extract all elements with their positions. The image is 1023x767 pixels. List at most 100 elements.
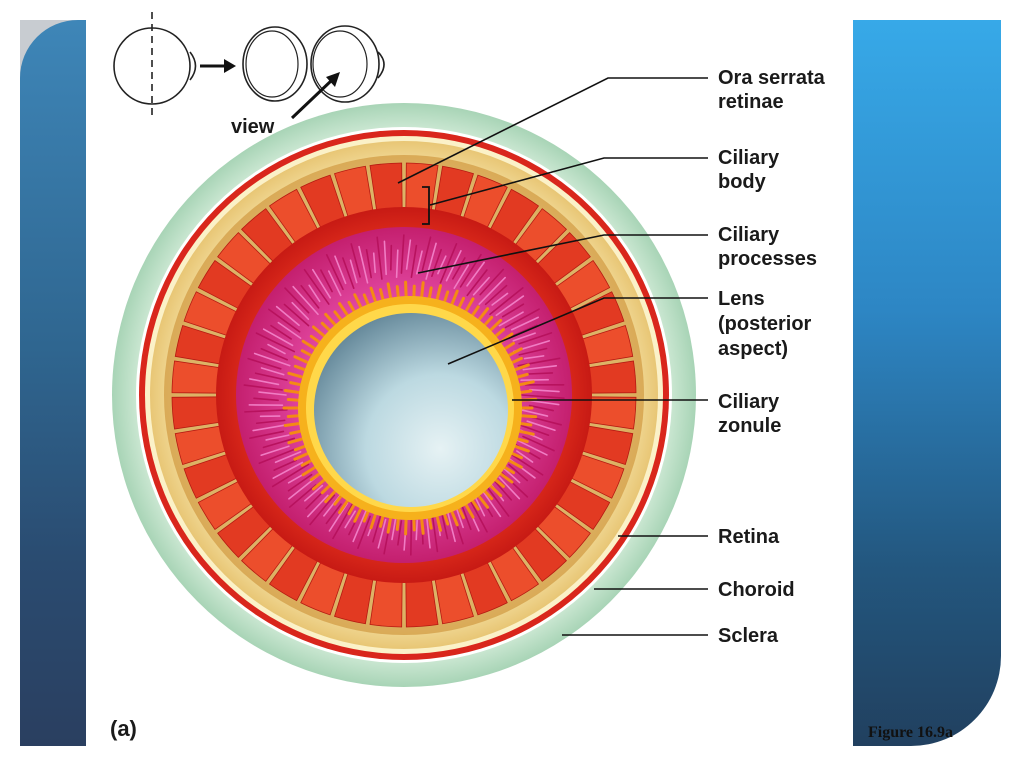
ciliary-process [274,451,302,464]
ciliary-process [501,303,525,318]
ciliary-process [489,287,524,316]
ciliary-process [262,437,296,449]
ciliary-process [253,397,279,402]
ciliary-body-segment [183,451,244,499]
ciliary-process [452,257,466,280]
ciliary-process [284,287,310,314]
label-ciliary-body: Ciliary body [718,147,785,193]
left-decor-band [20,20,86,746]
ciliary-body-segment [564,291,625,339]
ciliary-body-bracket [422,186,430,225]
ciliary-process [258,391,287,396]
inset-eye-cornea [189,51,197,81]
inset-view-arrow-head [326,72,340,87]
ciliary-process [400,234,405,274]
inset-half-front-inner [245,30,299,98]
ciliary-process [479,268,505,296]
leader-ciliary-body [429,157,708,206]
leader-ciliary-processes [417,234,708,274]
ciliary-process [260,367,285,376]
leader-ora-serrata [397,77,708,184]
ciliary-process [521,394,565,399]
ciliary-process [249,430,285,439]
label-ciliary-zonule-line-2: zonule [718,415,781,437]
ciliary-body-segment [183,291,244,339]
ciliary-process [277,321,302,339]
ciliary-process [320,269,333,293]
ciliary-process [475,497,486,517]
ciliary-process [506,451,544,476]
label-ora-serrata-line-2: retinae [718,91,784,113]
orientation-inset: view [113,12,385,138]
label-ciliary-zonule: Ciliary zonule [718,391,785,437]
ciliary-process [504,308,540,329]
ciliary-body-segment [433,165,474,224]
inset-half-front [242,26,308,102]
ciliary-processes-strokes [243,234,565,556]
ciliary-process [461,505,472,531]
ciliary-process [358,245,369,284]
ciliary-process [520,408,549,417]
ciliary-process [431,248,442,278]
ciliary-body-segment [460,174,508,235]
ciliary-process [397,520,403,546]
ciliary-process [309,494,336,526]
ciliary-body-segment [575,424,634,465]
ciliary-process [522,365,558,371]
ciliary-process [327,270,342,297]
ciliary-process [270,324,292,340]
ciliary-process [437,255,447,275]
ciliary-process [357,515,371,550]
ciliary-process [518,332,553,345]
ciliary-process [383,240,387,276]
label-ora-serrata-line-1: Ora serrata [718,67,826,89]
ciliary-process [487,487,510,517]
ciliary-process [376,236,383,280]
ciliary-process [495,295,525,317]
ciliary-process [244,408,288,413]
ciliary-body-segment [460,555,508,616]
ciliary-process [287,473,313,492]
ciliary-process [522,435,555,452]
figure-caption: Figure 16.9a [868,724,954,741]
ciliary-process [255,419,286,425]
label-ciliary-body-line-2: body [718,171,767,193]
ciliary-process [510,316,539,331]
ciliary-process [334,255,347,285]
label-ora-serrata: Ora serrata retinae [718,67,830,113]
label-lens: Lens (posterior aspect) [718,288,817,360]
ciliary-body-segment [300,174,348,235]
ciliary-body-segment [581,396,637,430]
ciliary-process [466,269,488,297]
ciliary-process [491,292,509,306]
ciliary-body-segment [433,566,474,625]
label-lens-line-2: (posterior [718,313,812,335]
ciliary-process [498,476,521,500]
label-choroid: Choroid [718,579,795,601]
ciliary-process [415,519,418,541]
panel-label: (a) [110,716,137,741]
ciliary-body-segment [334,566,375,625]
ciliary-process [377,518,387,549]
inset-half-back-cornea [377,51,385,79]
ciliary-process [307,494,329,518]
ciliary-process [518,347,548,356]
ciliary-body-segment [171,396,227,430]
label-sclera: Sclera [718,625,779,647]
lens [314,313,508,507]
ciliary-process [410,244,418,279]
ciliary-process [254,372,288,382]
ciliary-body-segment [174,424,233,465]
ciliary-process [332,500,355,540]
ciliary-process [352,506,369,543]
ciliary-process [255,332,296,353]
ciliary-process [447,512,456,543]
ciliary-process [350,243,361,278]
ciliary-process [311,268,332,299]
ciliary-process [466,261,485,287]
ciliary-process [273,459,298,471]
ciliary-body-segment [174,325,233,366]
ciliary-body-segment [171,360,227,394]
ciliary-process [265,434,290,441]
